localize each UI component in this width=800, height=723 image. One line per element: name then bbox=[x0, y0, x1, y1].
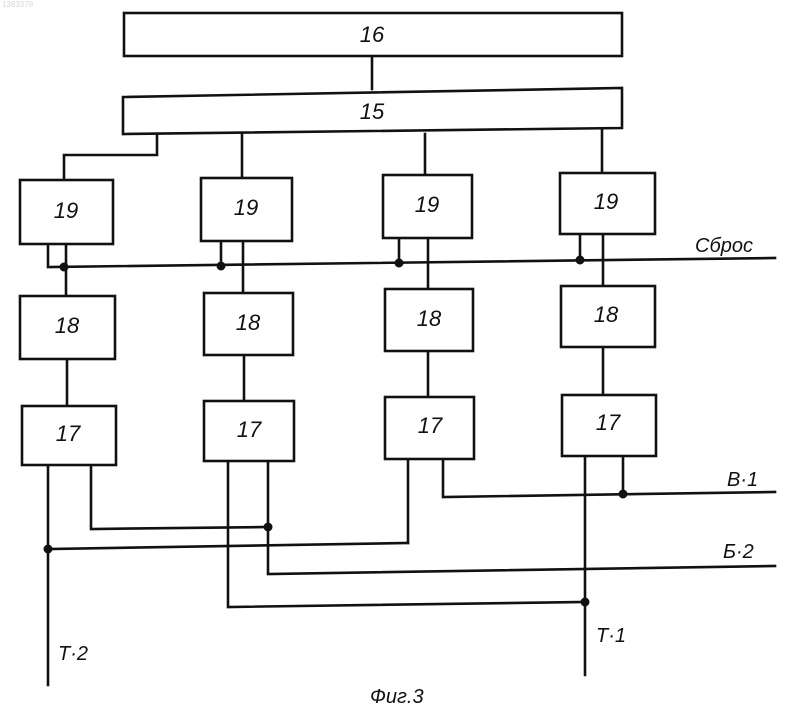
block-18-label: 18 bbox=[417, 306, 442, 331]
block-17-label: 17 bbox=[56, 421, 81, 446]
junction-dot bbox=[44, 545, 53, 554]
block-17-col-1: 17 bbox=[22, 406, 116, 465]
block-17-col-3: 17 bbox=[385, 397, 474, 459]
block-16-label: 16 bbox=[360, 22, 385, 47]
wire-15-19-1 bbox=[64, 134, 157, 180]
b2-bus bbox=[268, 461, 775, 574]
t2-label: Т·2 bbox=[58, 643, 88, 665]
junction-dot bbox=[395, 259, 404, 268]
block-19-col-2: 19 bbox=[201, 178, 292, 241]
block-19-col-3: 19 bbox=[383, 175, 472, 238]
block-17-label: 17 bbox=[418, 413, 443, 438]
b2-label: Б·2 bbox=[723, 541, 754, 563]
junction-dot bbox=[264, 523, 273, 532]
junction-dot bbox=[217, 262, 226, 271]
wire-17b-t1 bbox=[228, 461, 585, 607]
block-18-col-1: 18 bbox=[20, 296, 115, 359]
block-16: 16 bbox=[124, 13, 622, 56]
figure-caption: Фиг.3 bbox=[370, 686, 424, 708]
block-19-label: 19 bbox=[54, 198, 78, 223]
block-19-label: 19 bbox=[594, 189, 618, 214]
junction-dot bbox=[619, 490, 628, 499]
b1-bus bbox=[443, 459, 775, 497]
block-17-col-4: 17 bbox=[562, 395, 656, 456]
block-19-label: 19 bbox=[415, 192, 439, 217]
block-17-label: 17 bbox=[237, 417, 262, 442]
block-19-label: 19 bbox=[234, 195, 258, 220]
b1-label: В·1 bbox=[727, 469, 758, 491]
reset-bus bbox=[48, 244, 775, 267]
block-17-label: 17 bbox=[596, 410, 621, 435]
block-17-col-2: 17 bbox=[204, 401, 294, 461]
t1-label: Т·1 bbox=[596, 625, 626, 647]
block-15-label: 15 bbox=[360, 99, 385, 124]
block-18-label: 18 bbox=[55, 313, 80, 338]
block-18-col-2: 18 bbox=[204, 293, 293, 355]
junction-dot bbox=[60, 263, 69, 272]
block-18-col-4: 18 bbox=[561, 286, 655, 347]
junctions bbox=[44, 256, 628, 607]
junction-dot bbox=[581, 598, 590, 607]
block-18-col-3: 18 bbox=[385, 289, 473, 351]
wiring bbox=[48, 56, 775, 685]
wire-17a-right bbox=[91, 465, 268, 529]
block-18-label: 18 bbox=[594, 302, 619, 327]
block-19-col-1: 19 bbox=[20, 180, 113, 244]
block-19-col-4: 19 bbox=[560, 173, 655, 234]
junction-dot bbox=[576, 256, 585, 265]
block-15: 15 bbox=[123, 88, 622, 134]
block-18-label: 18 bbox=[236, 310, 261, 335]
reset-label: Сброс bbox=[695, 235, 753, 257]
